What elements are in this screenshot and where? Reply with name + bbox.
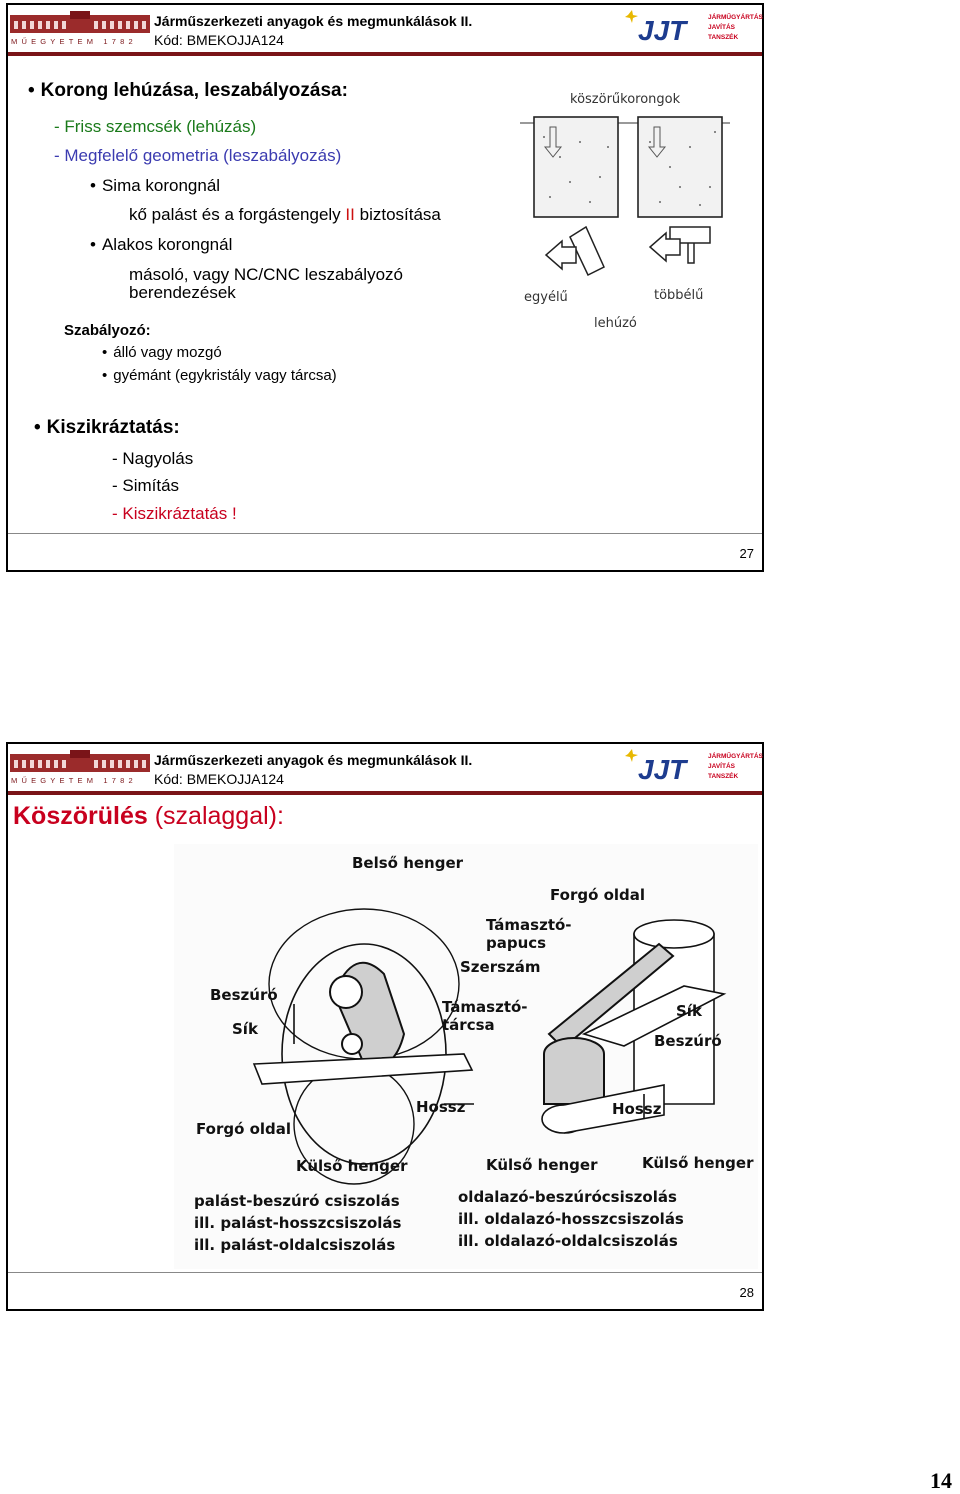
- szabalyozo-item-2: gyémánt (egykristály vagy tárcsa): [102, 367, 336, 384]
- bme-logo: MŰEGYETEM 1782: [10, 11, 150, 46]
- footer-divider: [8, 533, 762, 534]
- jjt-logo: JJT JÁRMŰGYÁRTÁS ÉS JAVÍTÁS TANSZÉK: [625, 10, 764, 46]
- kiszikraztatas-heading: Kiszikráztatás:: [34, 417, 180, 439]
- jjt-dept-line-2: JAVÍTÁS: [708, 22, 736, 31]
- right-caption-2: ill. oldalazó-hosszcsiszolás: [458, 1210, 684, 1228]
- course-code: Kód: BMEKOJJA124: [154, 32, 284, 48]
- footer-divider: [8, 1272, 762, 1273]
- szabalyozo-item-1: álló vagy mozgó: [102, 344, 221, 361]
- label-tamaszto-tarcsa-1: Támasztó-: [442, 998, 528, 1016]
- label-koszorukorongok: köszörűkorongok: [570, 92, 681, 107]
- label-forgo-oldal-right: Forgó oldal: [550, 886, 645, 904]
- jjt-logo: JJT JÁRMŰGYÁRTÁS ÉS JAVÍTÁS TANSZÉK: [625, 749, 764, 785]
- dressing-tools-diagram: köszörűkorongok egyélű többélű lehúzó: [520, 92, 730, 331]
- item-sima: Sima korongnál: [90, 176, 220, 196]
- kisz-item-kiszikraztatas: - Kiszikráztatás !: [112, 504, 237, 523]
- jjt-dept-line-3: TANSZÉK: [708, 32, 739, 41]
- belt-grinding-diagram: Belső henger Forgó oldal Támasztó- papuc…: [174, 844, 758, 1269]
- label-beszuro-right: Beszúró: [654, 1032, 722, 1050]
- bme-logo-text: MŰEGYETEM 1782: [11, 37, 137, 46]
- slide-header: MŰEGYETEM 1782 Járműszerkezeti anyagok é…: [8, 5, 764, 56]
- label-tobbelu: többélű: [654, 288, 703, 303]
- item-friss: - Friss szemcsék (lehúzás): [54, 117, 257, 136]
- label-belso-henger: Belső henger: [352, 854, 464, 872]
- bme-logo: MŰEGYETEM 1782: [10, 750, 150, 785]
- label-forgo-oldal-left: Forgó oldal: [196, 1120, 291, 1138]
- bme-logo-text: MŰEGYETEM 1782: [11, 776, 137, 785]
- label-tamaszto-papucs-2: papucs: [486, 934, 546, 952]
- label-egyelu: egyélű: [524, 290, 568, 305]
- label-sik-right: Sík: [676, 1002, 703, 1020]
- left-caption-2: ill. palást-hosszcsiszolás: [194, 1214, 402, 1232]
- slide2-title: Köszörülés (szalaggal):: [13, 802, 284, 830]
- label-kulso-henger-2: Külső henger: [486, 1156, 598, 1174]
- label-kulso-henger-3: Külső henger: [642, 1154, 754, 1172]
- label-sik-left: Sík: [232, 1020, 259, 1038]
- kisz-item-simitas: - Simítás: [112, 476, 180, 495]
- kisz-item-nagyolas: - Nagyolás: [112, 449, 194, 468]
- label-tamaszto-tarcsa-2: tárcsa: [442, 1016, 495, 1034]
- sima-desc: kő palást és a forgástengely II biztosít…: [129, 205, 441, 224]
- label-lehuzo: lehúzó: [594, 316, 637, 331]
- right-caption-1: oldalazó-beszúrócsiszolás: [458, 1188, 677, 1206]
- slide-27: MŰEGYETEM 1782 Járműszerkezeti anyagok é…: [6, 3, 764, 572]
- course-title: Járműszerkezeti anyagok és megmunkálások…: [154, 13, 473, 29]
- jjt-dept-line-3: TANSZÉK: [708, 771, 739, 780]
- jjt-logo-text: JJT: [638, 754, 689, 785]
- header-divider: [8, 791, 762, 795]
- course-code: Kód: BMEKOJJA124: [154, 771, 284, 787]
- label-kulso-henger-1: Külső henger: [296, 1157, 408, 1175]
- item-alakos: Alakos korongnál: [90, 235, 232, 255]
- slide-28: MŰEGYETEM 1782 Járműszerkezeti anyagok é…: [6, 742, 764, 1311]
- label-tamaszto-papucs-1: Támasztó-: [486, 916, 572, 934]
- parallel-symbol: II: [345, 205, 355, 224]
- left-caption-3: ill. palást-oldalcsiszolás: [194, 1236, 395, 1254]
- right-caption-3: ill. oldalazó-oldalcsiszolás: [458, 1232, 678, 1250]
- alakos-desc-1: másoló, vagy NC/CNC leszabályozó: [129, 265, 403, 284]
- alakos-desc-2: berendezések: [129, 283, 236, 302]
- jjt-dept-line-1: JÁRMŰGYÁRTÁS ÉS: [708, 12, 764, 21]
- document-page-number: 14: [930, 1468, 952, 1493]
- slide-page-number: 28: [739, 1285, 754, 1300]
- jjt-dept-line-1: JÁRMŰGYÁRTÁS ÉS: [708, 751, 764, 760]
- label-hossz-right: Hossz: [612, 1100, 662, 1118]
- label-szerszam: Szerszám: [460, 958, 541, 976]
- szabalyozo-label: Szabályozó:: [64, 322, 151, 339]
- header-divider: [8, 52, 762, 56]
- jjt-logo-text: JJT: [638, 15, 689, 46]
- label-hossz-left: Hossz: [416, 1098, 466, 1116]
- slide-header: MŰEGYETEM 1782 Járműszerkezeti anyagok é…: [8, 744, 764, 795]
- course-title: Járműszerkezeti anyagok és megmunkálások…: [154, 752, 473, 768]
- item-geometria: - Megfelelő geometria (leszabályozás): [54, 146, 342, 165]
- slide1-heading: Korong lehúzása, leszabályozása:: [28, 80, 348, 102]
- slide-page-number: 27: [739, 546, 754, 561]
- left-caption-1: palást-beszúró csiszolás: [194, 1192, 400, 1210]
- label-beszuro-left: Beszúró: [210, 986, 278, 1004]
- jjt-dept-line-2: JAVÍTÁS: [708, 761, 736, 770]
